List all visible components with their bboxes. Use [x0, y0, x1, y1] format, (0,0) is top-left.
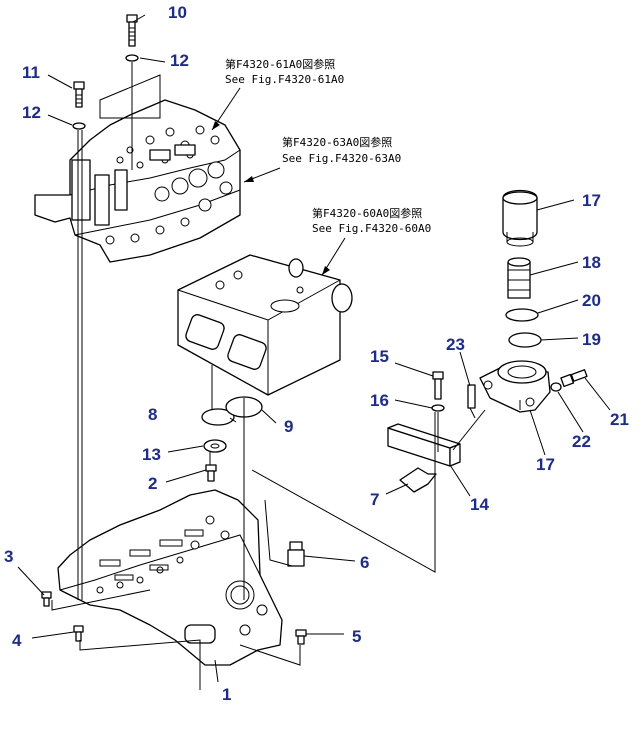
callout-14: 14 — [470, 495, 489, 514]
bolt-11 — [73, 81, 85, 108]
bolt-5 — [295, 629, 307, 645]
reference-note-63A0: 第F4320-63A0図参照 See Fig.F4320-63A0 — [282, 135, 401, 165]
callout-10: 10 — [168, 3, 187, 22]
callout-labels: 10 12 11 12 8 9 13 2 3 4 5 6 1 7 14 15 1… — [4, 3, 629, 704]
housing-17-lower — [479, 360, 551, 413]
upper-valve-assembly — [34, 99, 241, 263]
washer-12-upper — [125, 54, 139, 62]
callout-22: 22 — [572, 432, 591, 451]
callout-4: 4 — [12, 631, 22, 650]
callout-16: 16 — [370, 391, 389, 410]
callout-11: 11 — [22, 63, 40, 82]
washer-13 — [203, 439, 227, 453]
callout-7: 7 — [370, 490, 379, 509]
callout-17-top: 17 — [582, 191, 601, 210]
callout-17-lower: 17 — [536, 455, 555, 474]
bolt-10 — [126, 14, 138, 47]
reference-jp-63A0: 第F4320-63A0図参照 — [282, 135, 392, 149]
callout-21: 21 — [610, 410, 629, 429]
callout-18: 18 — [582, 253, 601, 272]
spool-18 — [507, 257, 531, 299]
callout-2: 2 — [148, 474, 157, 493]
callout-23: 23 — [446, 335, 465, 354]
gasket-8 — [201, 408, 235, 426]
o-ring-19 — [508, 332, 542, 348]
reference-en-61A0: See Fig.F4320-61A0 — [225, 73, 344, 86]
washer-16 — [431, 404, 445, 412]
bolt-3 — [41, 591, 52, 607]
reference-arrows — [211, 87, 346, 276]
lower-valve-body — [57, 489, 283, 666]
o-ring-20 — [505, 308, 539, 322]
reference-en-63A0: See Fig.F4320-63A0 — [282, 152, 401, 165]
callout-3: 3 — [4, 547, 13, 566]
callout-5: 5 — [352, 627, 361, 646]
callout-19: 19 — [582, 330, 601, 349]
callout-15: 15 — [370, 347, 389, 366]
callout-9: 9 — [284, 417, 293, 436]
bolt-4 — [73, 625, 84, 642]
bracket-line-bolts — [99, 74, 161, 119]
solenoid-17-top — [502, 189, 538, 247]
center-valve-block — [177, 254, 353, 396]
washer-12-lower — [72, 122, 86, 130]
reference-note-61A0: 第F4320-61A0図参照 See Fig.F4320-61A0 — [225, 57, 344, 86]
bolt-15 — [432, 371, 444, 400]
assembly-lines — [51, 62, 521, 690]
reference-jp-60A0: 第F4320-60A0図参照 — [312, 206, 422, 220]
callout-8: 8 — [148, 405, 157, 424]
callout-6: 6 — [360, 553, 369, 572]
plate-7 — [399, 467, 437, 493]
plug-6 — [287, 541, 305, 567]
callout-12-upper: 12 — [170, 51, 189, 70]
callout-1: 1 — [222, 685, 231, 704]
reference-en-60A0: See Fig.F4320-60A0 — [312, 222, 431, 235]
pin-23 — [467, 384, 476, 409]
callout-20: 20 — [582, 291, 601, 310]
plug-2 — [205, 464, 217, 482]
callout-12-lower: 12 — [22, 103, 41, 122]
callout-13: 13 — [142, 445, 161, 464]
bracket-14 — [387, 423, 461, 467]
reference-note-60A0: 第F4320-60A0図参照 See Fig.F4320-60A0 — [312, 206, 431, 235]
reference-jp-61A0: 第F4320-61A0図参照 — [225, 57, 335, 71]
callout-leaders — [17, 14, 611, 683]
washer-22 — [550, 382, 562, 392]
bolt-21 — [560, 369, 588, 388]
